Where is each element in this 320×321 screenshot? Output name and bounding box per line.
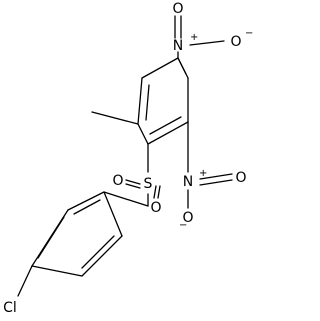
nitro-middle-nitrogen-charge: + [199, 168, 207, 179]
bond [81, 235, 123, 277]
sulfonyl-oxygen-upper-label: O [112, 173, 123, 189]
bond [199, 179, 233, 186]
nitro-middle-oxygen-charge: − [179, 220, 187, 231]
bond [137, 77, 143, 125]
bond [81, 235, 115, 269]
nitro-middle-oxygen-double-label: O [235, 170, 246, 186]
chemical-structure: N + O O − N + O O − S O O [3, 1, 253, 316]
nitro-group-middle: N + O O − [179, 121, 247, 231]
chlorine-bond [17, 265, 33, 297]
sulfonyl-oxygen-lower-label: O [150, 200, 161, 216]
nitro-group-top: N + O O − [172, 1, 253, 59]
sulfur-label: S [144, 176, 153, 192]
bond [157, 185, 161, 199]
bond [199, 173, 233, 180]
bond [125, 183, 141, 189]
bond [103, 191, 123, 237]
nitro-middle-nitrogen-label: N [183, 174, 193, 190]
bond [103, 191, 149, 207]
bond [137, 123, 149, 145]
bond [37, 216, 65, 259]
bond [31, 265, 83, 277]
nitro-top-nitrogen-charge: + [190, 32, 198, 43]
bond [125, 179, 141, 185]
bond [149, 116, 182, 135]
nitro-top-nitrogen-label: N [173, 38, 183, 54]
chlorine-label: Cl [3, 300, 17, 316]
bond [147, 121, 189, 145]
upper-benzene-ring [137, 57, 189, 145]
bond [67, 191, 105, 211]
bond [177, 57, 187, 75]
bond [153, 185, 157, 199]
sulfonyl-group: S O O [112, 143, 162, 216]
lower-benzene-ring [31, 191, 149, 277]
nitro-middle-oxygen-single-label: O [182, 210, 193, 226]
bond [189, 40, 225, 46]
methyl-bond [91, 111, 139, 125]
bond [141, 57, 179, 79]
nitro-top-oxygen-single-label: O [230, 34, 241, 50]
bond [145, 84, 150, 121]
bond [73, 199, 101, 215]
nitro-top-oxygen-charge: − [245, 28, 253, 39]
nitro-top-oxygen-double-label: O [172, 1, 183, 17]
